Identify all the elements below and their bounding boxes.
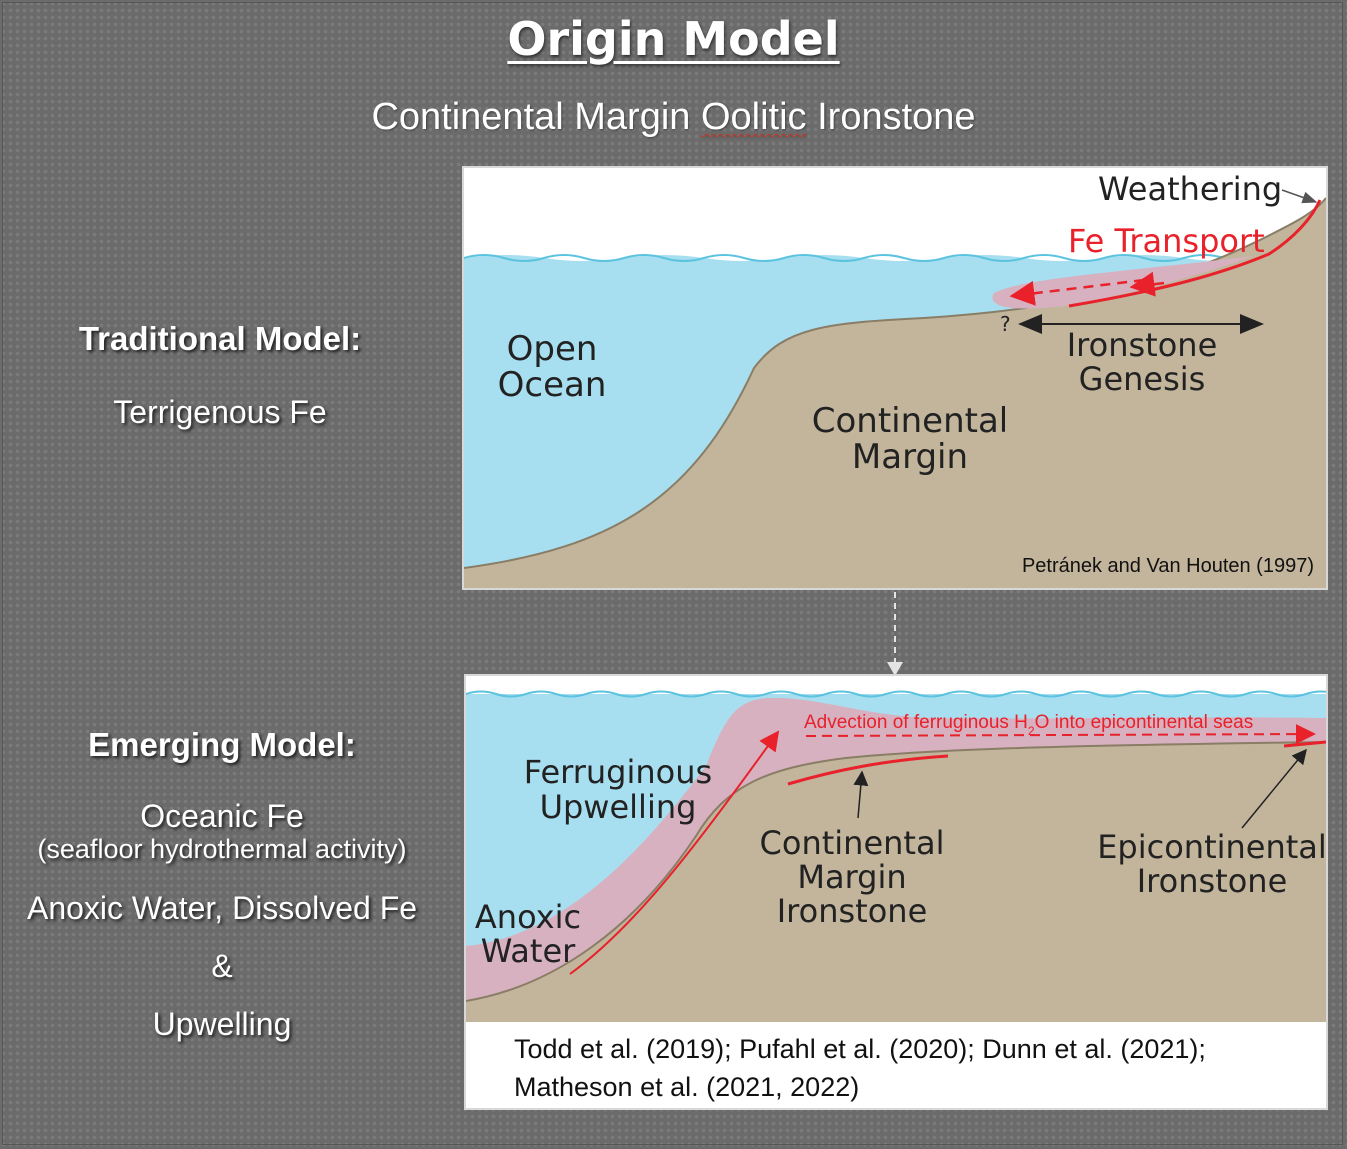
emerging-line-upwelling: Upwelling <box>152 1006 292 1042</box>
emerging-line-ampersand: & <box>211 948 233 984</box>
sea-surface-line <box>466 690 1326 698</box>
fe-transport-arrow <box>1129 271 1165 297</box>
subtitle-part-1: Continental Margin <box>371 96 701 138</box>
weathering-arrow <box>1281 189 1318 204</box>
weathering-label: Weathering <box>1098 170 1282 208</box>
traditional-model-heading: Traditional Model: <box>78 320 362 357</box>
anoxic-water-label-1: Anoxic <box>475 898 581 936</box>
traditional-model-text: Terrigenous Fe <box>113 394 327 430</box>
traditional-citation: Petránek and Van Houten (1997) <box>1022 555 1314 577</box>
emerging-model-block: Emerging Model: Oceanic Fe (seafloor hyd… <box>4 726 440 1044</box>
continental-margin-label-1: Continental <box>812 401 1009 441</box>
ferruginous-upwelling-label-2: Upwelling <box>540 788 697 826</box>
sea-surface-line <box>464 254 1265 262</box>
advection-label: Advection of ferruginous H2O into epicon… <box>804 712 1253 738</box>
continental-margin-sediment <box>466 742 1326 1022</box>
question-mark-label: ? <box>1000 312 1011 336</box>
open-ocean-label-1: Open <box>507 329 598 369</box>
seafloor-line <box>466 741 1326 1002</box>
seafloor-line <box>464 197 1326 569</box>
model-connector-arrow <box>887 592 903 676</box>
anoxic-water-label-2: Water <box>481 932 576 970</box>
margin-ironstone-label-1: Continental <box>760 824 945 862</box>
margin-ironstone-label-3: Ironstone <box>777 892 928 930</box>
traditional-diagram: Weathering Fe Transport ? Ironstone Gene… <box>462 166 1328 590</box>
emerging-line-oceanic-fe: Oceanic Fe <box>140 798 304 834</box>
fe-transport-label: Fe Transport <box>1068 222 1265 260</box>
traditional-model-block: Traditional Model: Terrigenous Fe <box>20 320 420 431</box>
epicontinental-ironstone-pointer <box>1241 748 1307 829</box>
emerging-citations: Todd et al. (2019); Pufahl et al. (2020)… <box>514 1030 1314 1106</box>
epicontinental-label-2: Ironstone <box>1137 862 1288 900</box>
upwelling-arrow <box>569 730 780 975</box>
margin-ironstone-label-2: Margin <box>797 858 906 896</box>
continental-margin-label-2: Margin <box>852 437 968 477</box>
open-ocean-label-2: Ocean <box>498 365 607 405</box>
epicontinental-label-1: Epicontinental <box>1097 828 1326 866</box>
emerging-diagram-svg: Advection of ferruginous H2O into epicon… <box>466 690 1326 1022</box>
advection-dashed-arrow <box>805 724 1316 745</box>
page-title: Origin Model <box>507 12 840 66</box>
citation-line-1: Todd et al. (2019); Pufahl et al. (2020)… <box>514 1034 1206 1064</box>
emerging-model-heading: Emerging Model: <box>88 726 356 763</box>
ferruginous-upwelling-label-1: Ferruginous <box>524 753 712 791</box>
traditional-diagram-svg: Weathering Fe Transport ? Ironstone Gene… <box>464 170 1326 588</box>
page-subtitle: Continental Margin Oolitic Ironstone <box>0 96 1347 139</box>
emerging-diagram: Advection of ferruginous H2O into epicon… <box>464 674 1328 1110</box>
ironstone-genesis-label-1: Ironstone <box>1067 326 1218 364</box>
fe-transport-dashed-arrow <box>1009 278 1145 306</box>
emerging-line-anoxic: Anoxic Water, Dissolved Fe <box>26 890 418 926</box>
emerging-line-hydrothermal: (seafloor hydrothermal activity) <box>37 834 407 864</box>
subtitle-underlined-word: Oolitic <box>700 96 807 138</box>
margin-ironstone-pointer <box>853 770 869 819</box>
ironstone-genesis-label-2: Genesis <box>1079 360 1206 398</box>
subtitle-part-2: Ironstone <box>806 96 976 138</box>
citation-line-2: Matheson et al. (2021, 2022) <box>514 1072 860 1102</box>
margin-ironstone-deposit <box>787 754 949 786</box>
